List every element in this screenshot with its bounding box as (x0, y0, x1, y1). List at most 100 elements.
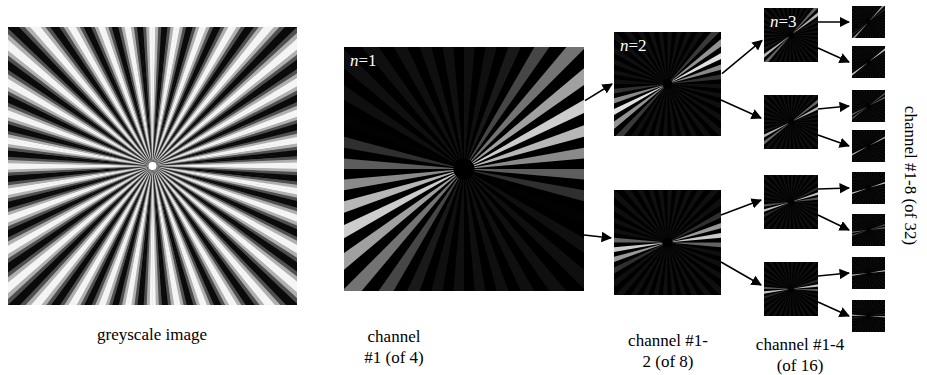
star-segment (153, 153, 298, 166)
response-ray (791, 278, 818, 289)
response-ray (852, 146, 869, 153)
response-ray (791, 289, 802, 316)
response-ray (862, 6, 869, 22)
response-ray (344, 169, 464, 220)
channel-image (764, 95, 818, 149)
channel-image (852, 172, 885, 204)
response-ray (869, 106, 876, 122)
response-ray (852, 230, 869, 237)
response-ray (862, 90, 869, 106)
response-ray (764, 35, 791, 46)
star-segment (8, 166, 153, 179)
response-ray (862, 172, 869, 188)
response-ray (869, 188, 876, 204)
star-segment (153, 147, 298, 166)
star-segment (153, 166, 172, 305)
response-ray (869, 266, 886, 273)
response-ray (869, 309, 886, 316)
channel-image (344, 47, 584, 291)
star-segment (153, 166, 179, 305)
response-ray (862, 46, 869, 62)
star-segment (139, 27, 152, 166)
channel-caption: channel #1 (of 4) (359, 326, 429, 368)
level-label: n=3 (764, 8, 797, 30)
response-ray (869, 139, 886, 146)
siemens-star (8, 27, 297, 305)
response-ray (791, 122, 802, 149)
response-ray (852, 106, 869, 113)
response-ray (869, 181, 886, 188)
channel-image (852, 257, 885, 289)
response-ray (780, 95, 791, 122)
response-ray (791, 191, 818, 202)
response-ray (852, 188, 869, 195)
flow-arrow (722, 40, 762, 73)
channel-image (852, 214, 885, 246)
channel-panel: n=3 (764, 8, 818, 62)
flow-arrow (818, 21, 849, 23)
channel-image (852, 90, 885, 122)
flow-arrow (721, 200, 761, 215)
star-segment (146, 27, 153, 166)
response-ray (668, 62, 722, 84)
star-segment (8, 166, 153, 192)
response-ray (869, 230, 876, 246)
response-ray (668, 220, 722, 242)
response-ray (862, 257, 869, 273)
response-ray (852, 273, 869, 280)
flow-arrow (818, 188, 849, 189)
response-ray (668, 243, 690, 296)
star-segment (8, 166, 153, 198)
response-ray (780, 175, 791, 202)
response-ray (645, 190, 667, 243)
flow-arrow (721, 262, 761, 285)
response-ray (791, 202, 802, 229)
flow-arrow (818, 273, 849, 276)
response-ray (852, 22, 869, 29)
response-ray (780, 262, 791, 289)
flow-arrow (585, 84, 612, 101)
response-ray (791, 35, 802, 62)
flow-arrow (721, 100, 761, 118)
response-ray (668, 84, 690, 136)
response-ray (764, 202, 791, 213)
star-segment (127, 27, 153, 166)
flow-arrow (818, 135, 849, 146)
response-ray (645, 32, 667, 84)
response-ray (869, 22, 876, 38)
star-segment (133, 27, 152, 166)
response-ray (413, 47, 464, 169)
channel-caption: channel #1-4 (of 16) (753, 334, 847, 375)
channel-image (852, 46, 885, 78)
star-segment (153, 166, 166, 305)
channel-image (764, 175, 818, 229)
channel-image (852, 6, 885, 38)
response-ray (464, 118, 584, 169)
response-ray (869, 55, 886, 62)
response-ray (869, 99, 886, 106)
star-segment (120, 27, 152, 166)
channel-caption: channel #1-2 (of 8) (625, 330, 711, 372)
star-segment (153, 140, 298, 166)
channel-image (614, 32, 721, 136)
response-ray (852, 62, 869, 69)
channel-panel: n=2 (614, 32, 721, 136)
response-ray (614, 243, 668, 265)
channel-panel: n=1 (344, 47, 584, 291)
channel-caption: channel #1-8 (of 32) (900, 96, 921, 256)
response-ray (869, 273, 876, 289)
flow-arrow (818, 302, 849, 316)
response-ray (764, 122, 791, 133)
flow-arrow (818, 215, 849, 230)
level-label: n=2 (614, 32, 647, 54)
flow-arrow (818, 48, 849, 62)
response-ray (862, 130, 869, 146)
star-segment (153, 134, 298, 166)
response-ray (869, 15, 886, 22)
response-ray (764, 289, 791, 300)
response-ray (791, 111, 818, 122)
response-ray (464, 169, 515, 291)
